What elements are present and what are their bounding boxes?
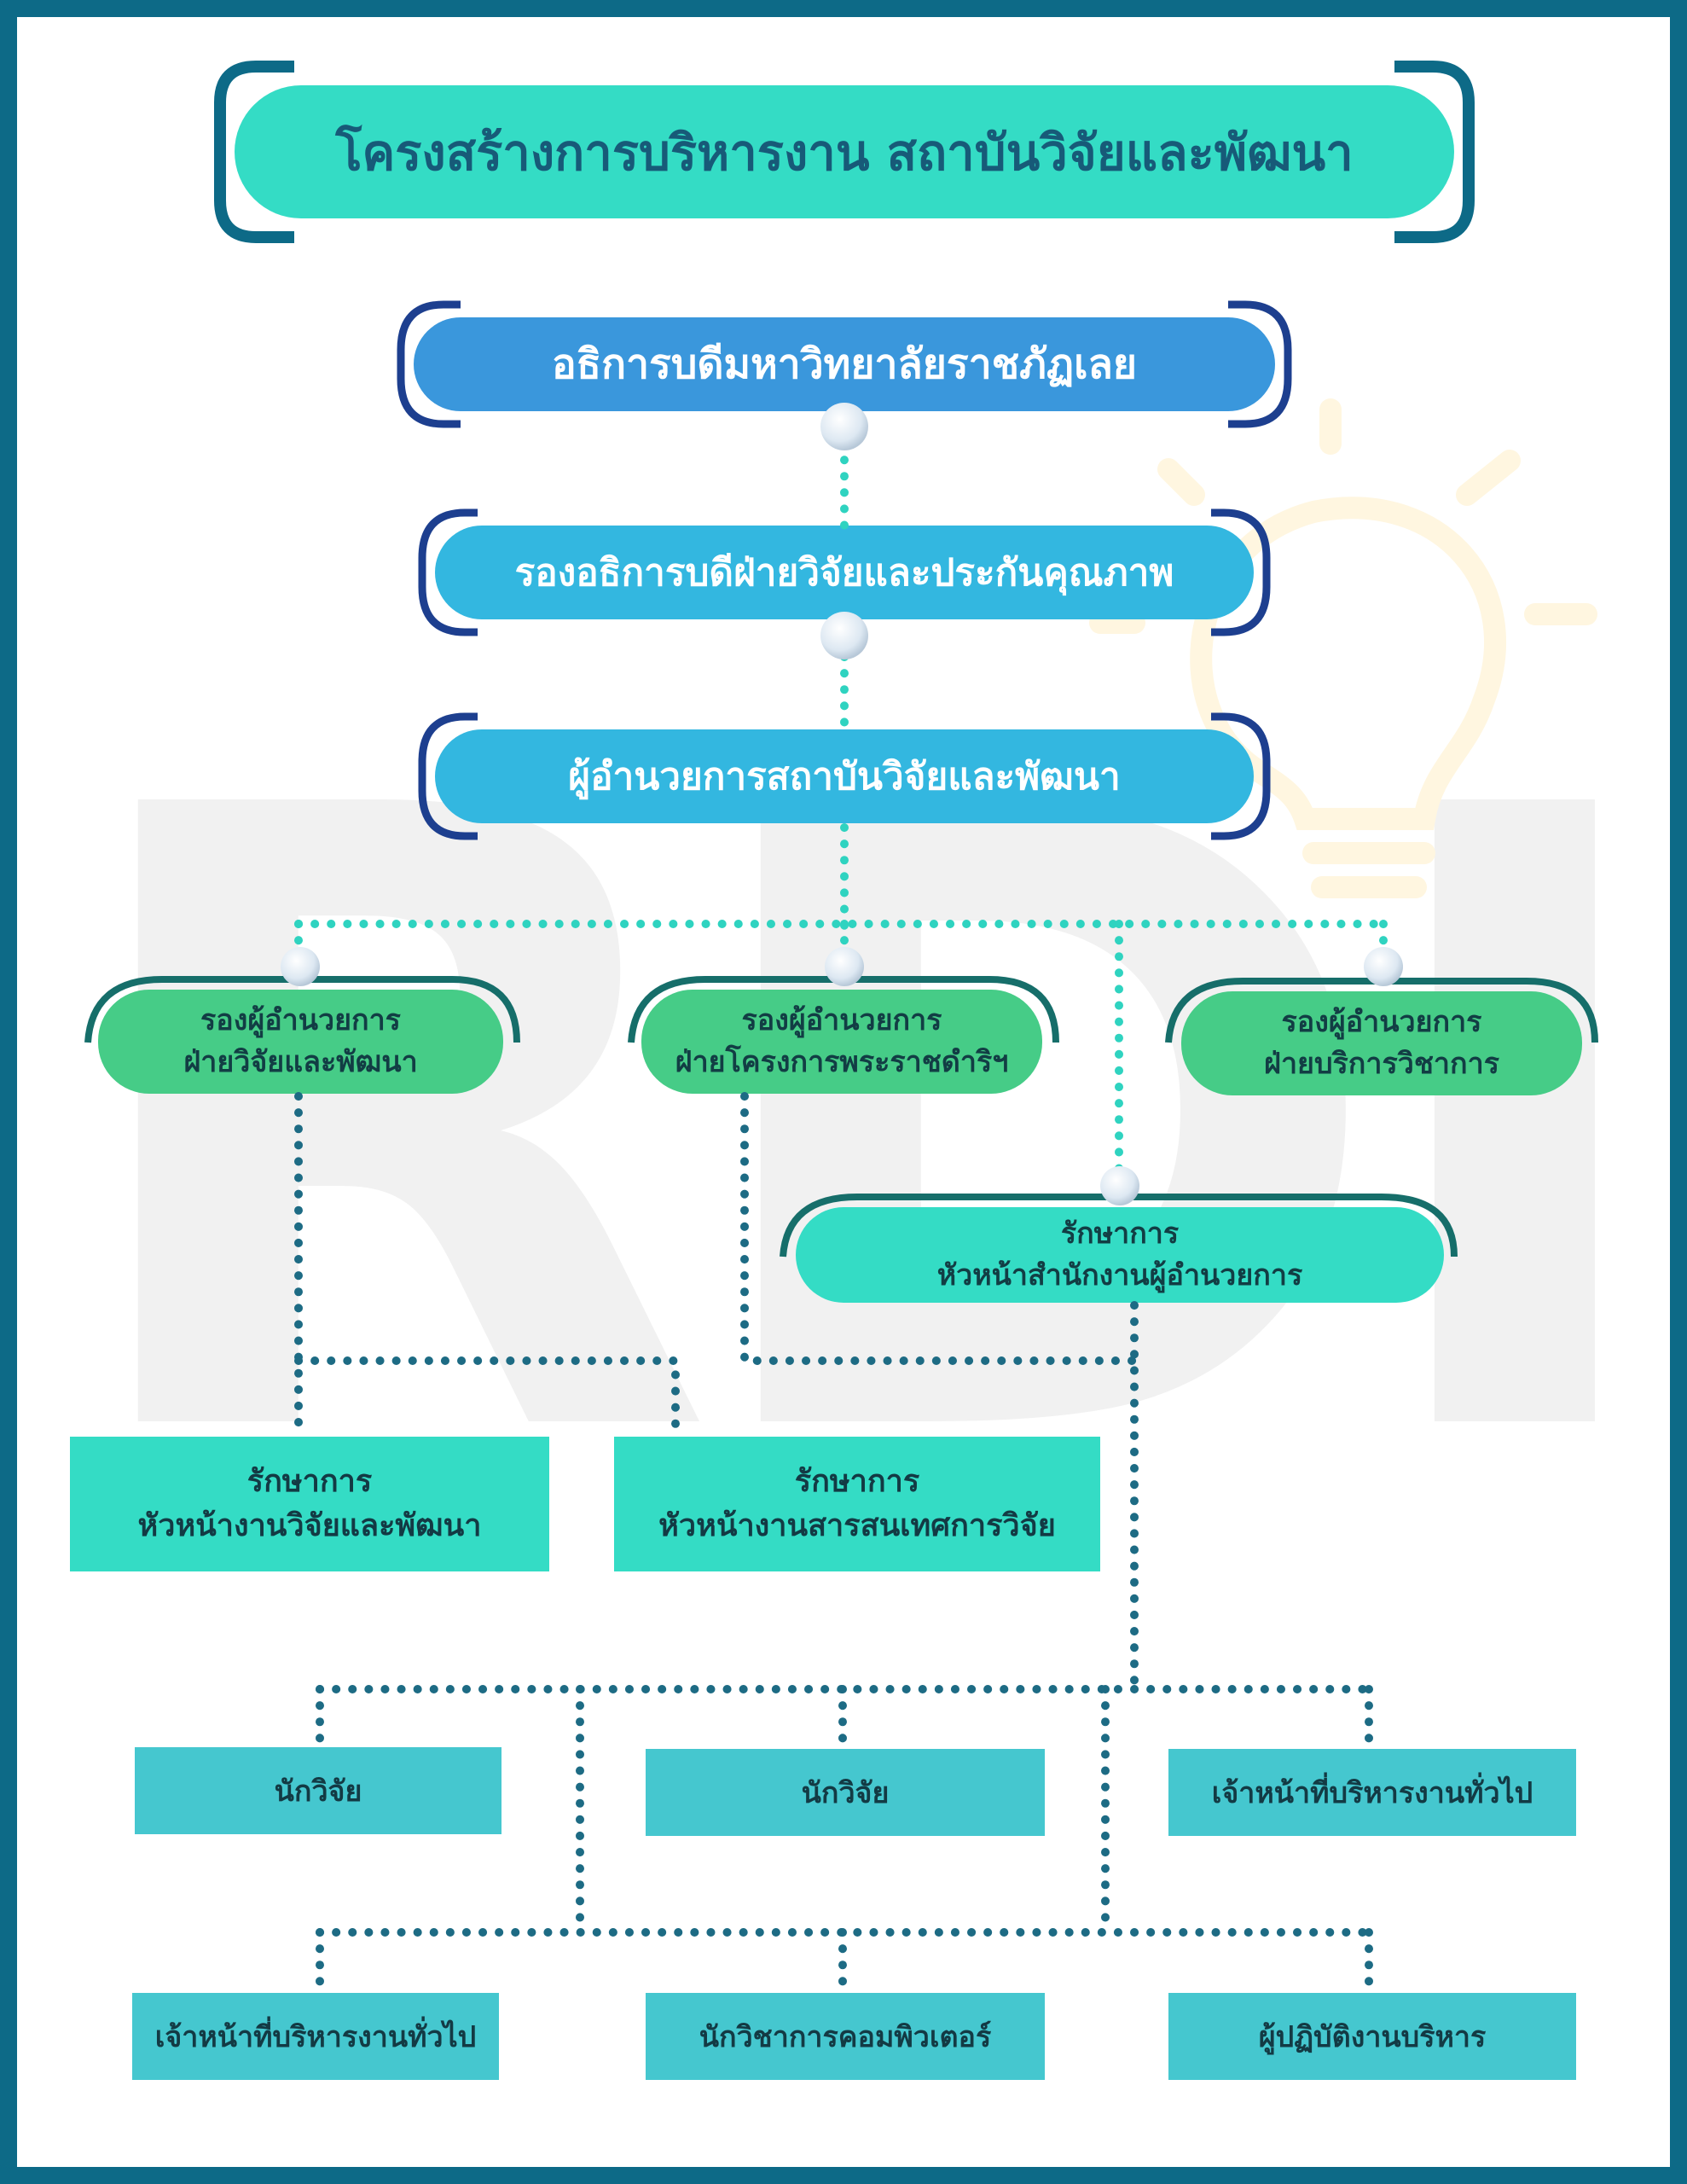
node-researcher-2: นักวิจัย [646, 1749, 1045, 1836]
page-title: โครงสร้างการบริหารงาน สถาบันวิจัยและพัฒน… [235, 85, 1454, 218]
node-director-label: ผู้อำนวยการสถาบันวิจัยและพัฒนา [568, 755, 1121, 799]
node-acting-office-head-line2: หัวหน้าสำนักงานผู้อำนวยการ [936, 1258, 1303, 1292]
connector-ball-president [820, 403, 868, 450]
connector-ball-deputy-academic [1364, 947, 1403, 986]
node-deputy-research: รองผู้อำนวยการฝ่ายวิจัยและพัฒนา [98, 990, 503, 1094]
node-deputy-academic: รองผู้อำนวยการฝ่ายบริการวิชาการ [1181, 991, 1582, 1095]
connector-ball-deputy-research [281, 947, 320, 986]
node-acting-office-head: รักษาการหัวหน้าสำนักงานผู้อำนวยการ [796, 1207, 1444, 1303]
watermark-rdi: RDI [60, 630, 1673, 1623]
node-acting-rd-head-line2: หัวหน้างานวิจัยและพัฒนา [137, 1508, 482, 1543]
node-brackets [397, 300, 1292, 840]
node-acting-rd-head: รักษาการหัวหน้างานวิจัยและพัฒนา [70, 1437, 549, 1571]
node-computer-scientist-label: นักวิชาการคอมพิวเตอร์ [699, 2020, 992, 2054]
node-researcher-1-label: นักวิจัย [274, 1774, 362, 1809]
connector-ball-office-head [1100, 1166, 1139, 1205]
node-acting-office-head-line1: รักษาการ [1060, 1216, 1180, 1251]
node-deputy-royal-line2: ฝ่ายโครงการพระราชดำริฯ [675, 1045, 1009, 1079]
page-title-text: โครงสร้างการบริหารงาน สถาบันวิจัยและพัฒน… [335, 123, 1354, 182]
node-director: ผู้อำนวยการสถาบันวิจัยและพัฒนา [435, 729, 1254, 823]
node-vice-president: รองอธิการบดีฝ่ายวิจัยและประกันคุณภาพ [435, 526, 1254, 619]
node-acting-rd-head-line1: รักษาการ [246, 1463, 373, 1499]
node-deputy-research-line2: ฝ่ายวิจัยและพัฒนา [183, 1045, 418, 1079]
node-deputy-royal: รองผู้อำนวยการฝ่ายโครงการพระราชดำริฯ [641, 990, 1042, 1094]
node-general-officer-1-label: เจ้าหน้าที่บริหารงานทั่วไป [1211, 1776, 1533, 1810]
node-deputy-academic-line1: รองผู้อำนวยการ [1281, 1004, 1482, 1039]
node-president-label: อธิการบดีมหาวิทยาลัยราชภัฏเลย [551, 340, 1138, 388]
node-computer-scientist: นักวิชาการคอมพิวเตอร์ [646, 1993, 1045, 2080]
node-acting-is-head-line2: หัวหน้างานสารสนเทศการวิจัย [658, 1508, 1056, 1543]
node-general-officer-2: เจ้าหน้าที่บริหารงานทั่วไป [132, 1993, 499, 2080]
node-acting-is-head: รักษาการหัวหน้างานสารสนเทศการวิจัย [614, 1437, 1100, 1571]
connector-rd-is-link [294, 1356, 680, 1433]
title-brackets [214, 61, 1475, 243]
connector-deputy-royal-down [740, 1092, 1139, 1365]
node-deputy-royal-line1: รองผู้อำนวยการ [741, 1002, 942, 1037]
connector-ball-vp [820, 612, 868, 659]
node-researcher-2-label: นักวิจัย [801, 1776, 890, 1810]
node-general-officer-1: เจ้าหน้าที่บริหารงานทั่วไป [1168, 1749, 1576, 1836]
node-acting-is-head-line1: รักษาการ [794, 1463, 920, 1499]
node-president: อธิการบดีมหาวิทยาลัยราชภัฏเลย [414, 317, 1275, 411]
node-deputy-academic-line2: ฝ่ายบริการวิชาการ [1264, 1047, 1499, 1081]
lightbulb-icon [1089, 398, 1597, 898]
node-researcher-1: นักวิจัย [135, 1747, 501, 1834]
connector-ball-deputy-royal [825, 947, 864, 986]
node-general-officer-2-label: เจ้าหน้าที่บริหารงานทั่วไป [154, 2020, 477, 2054]
node-deputy-research-line1: รองผู้อำนวยการ [200, 1002, 401, 1037]
node-admin-officer-label: ผู้ปฏิบัติงานบริหาร [1258, 2020, 1487, 2054]
node-vice-president-label: รองอธิการบดีฝ่ายวิจัยและประกันคุณภาพ [514, 551, 1174, 595]
node-admin-officer: ผู้ปฏิบัติงานบริหาร [1168, 1993, 1576, 2080]
